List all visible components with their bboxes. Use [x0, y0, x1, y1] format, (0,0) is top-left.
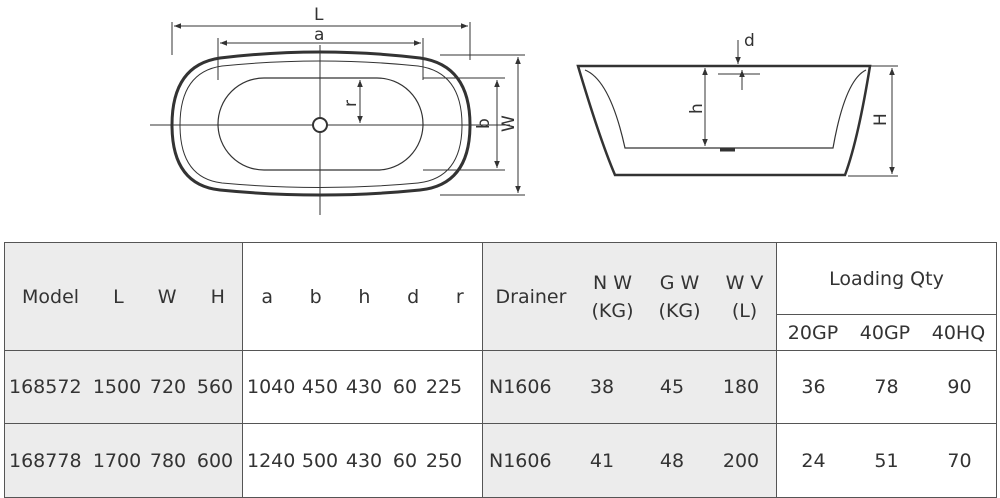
side-view-labels: d h H	[687, 31, 891, 126]
header-20gp: 20GP	[787, 321, 839, 344]
header-40hq: 40HQ	[931, 321, 986, 344]
tub-side-view	[576, 40, 898, 177]
header-H: H	[210, 285, 225, 308]
cell-wv: 180	[722, 376, 760, 398]
table-row: 168778 1700 780 600 1240 500 430 60 250 …	[4, 423, 997, 498]
label-L: L	[314, 5, 324, 25]
header-L: L	[113, 285, 124, 308]
tub-inner-edge	[179, 60, 463, 188]
cell-a: 1240	[247, 449, 296, 472]
header-h: h	[358, 285, 371, 308]
header-loading-cols: 20GP 40GP 40HQ	[776, 314, 997, 351]
cell-H: 600	[196, 449, 234, 472]
cell-L: 1500	[92, 376, 142, 398]
cell-d: 60	[392, 449, 418, 472]
cell-L: 1700	[92, 449, 142, 472]
tub-outer-rim	[170, 50, 472, 197]
header-gw: G W(KG)	[658, 271, 701, 322]
cell-40hq: 70	[947, 449, 972, 472]
cell-20gp: 36	[801, 376, 826, 398]
cell-W: 780	[149, 449, 187, 472]
cell-drainer: N1606	[489, 449, 552, 472]
technical-drawings: L a r b W d h H	[150, 5, 898, 215]
header-model-dimensions: Model L W H	[4, 242, 243, 351]
header-r: r	[455, 285, 464, 308]
cell-b: 500	[301, 449, 339, 472]
cell-gw: 45	[659, 376, 685, 398]
header-d: d	[407, 285, 420, 308]
label-W: W	[499, 115, 519, 132]
header-drainer: Drainer	[495, 285, 567, 308]
cell-r: 225	[425, 376, 463, 398]
cell-H: 560	[196, 376, 234, 398]
header-b: b	[309, 285, 322, 308]
cell-wv: 200	[722, 449, 760, 472]
label-a: a	[314, 25, 324, 45]
header-drainer-weights: Drainer N W(KG) G W(KG) W V(L)	[482, 242, 777, 351]
cell-20gp: 24	[801, 449, 826, 472]
header-40gp: 40GP	[859, 321, 911, 344]
label-b: b	[474, 118, 494, 129]
header-nw: N W(KG)	[591, 271, 634, 322]
cell-W: 720	[149, 376, 187, 398]
cell-model: 168572	[9, 376, 82, 398]
label-H: H	[871, 113, 891, 126]
cell-nw: 38	[589, 376, 615, 398]
cell-gw: 48	[659, 449, 685, 472]
cell-h: 430	[345, 376, 383, 398]
header-a: a	[261, 285, 273, 308]
header-W: W	[157, 285, 177, 308]
label-h: h	[687, 103, 707, 114]
table-row: 168572 1500 720 560 1040 450 430 60 225 …	[4, 350, 997, 424]
cell-d: 60	[392, 376, 418, 398]
header-model: Model	[22, 285, 80, 308]
tub-top-view	[150, 22, 525, 215]
cell-drainer: N1606	[489, 376, 552, 398]
cell-a: 1040	[247, 376, 296, 398]
cell-b: 450	[301, 376, 339, 398]
cell-40hq: 90	[947, 376, 972, 398]
cell-r: 250	[425, 449, 463, 472]
label-d: d	[744, 31, 755, 51]
cell-40gp: 78	[874, 376, 899, 398]
tub-side-outline	[576, 64, 872, 177]
header-wv: W V(L)	[725, 271, 764, 322]
top-view-labels: L a r b W	[314, 5, 519, 132]
cell-model: 168778	[9, 449, 82, 472]
tub-side-inner	[584, 69, 867, 149]
cell-40gp: 51	[874, 449, 899, 472]
header-loading-qty: Loading Qty	[776, 242, 997, 315]
specification-table: Model L W H a b h d r Drainer N W(KG)	[4, 242, 997, 498]
drain-hole	[312, 117, 328, 133]
table-header-subrow: 20GP 40GP 40HQ	[5, 314, 997, 351]
table-header-row: Model L W H a b h d r Drainer N W(KG)	[4, 242, 997, 351]
label-r: r	[341, 100, 361, 107]
cell-nw: 41	[589, 449, 615, 472]
cell-h: 430	[345, 449, 383, 472]
header-inner-dimensions: a b h d r	[242, 242, 483, 351]
